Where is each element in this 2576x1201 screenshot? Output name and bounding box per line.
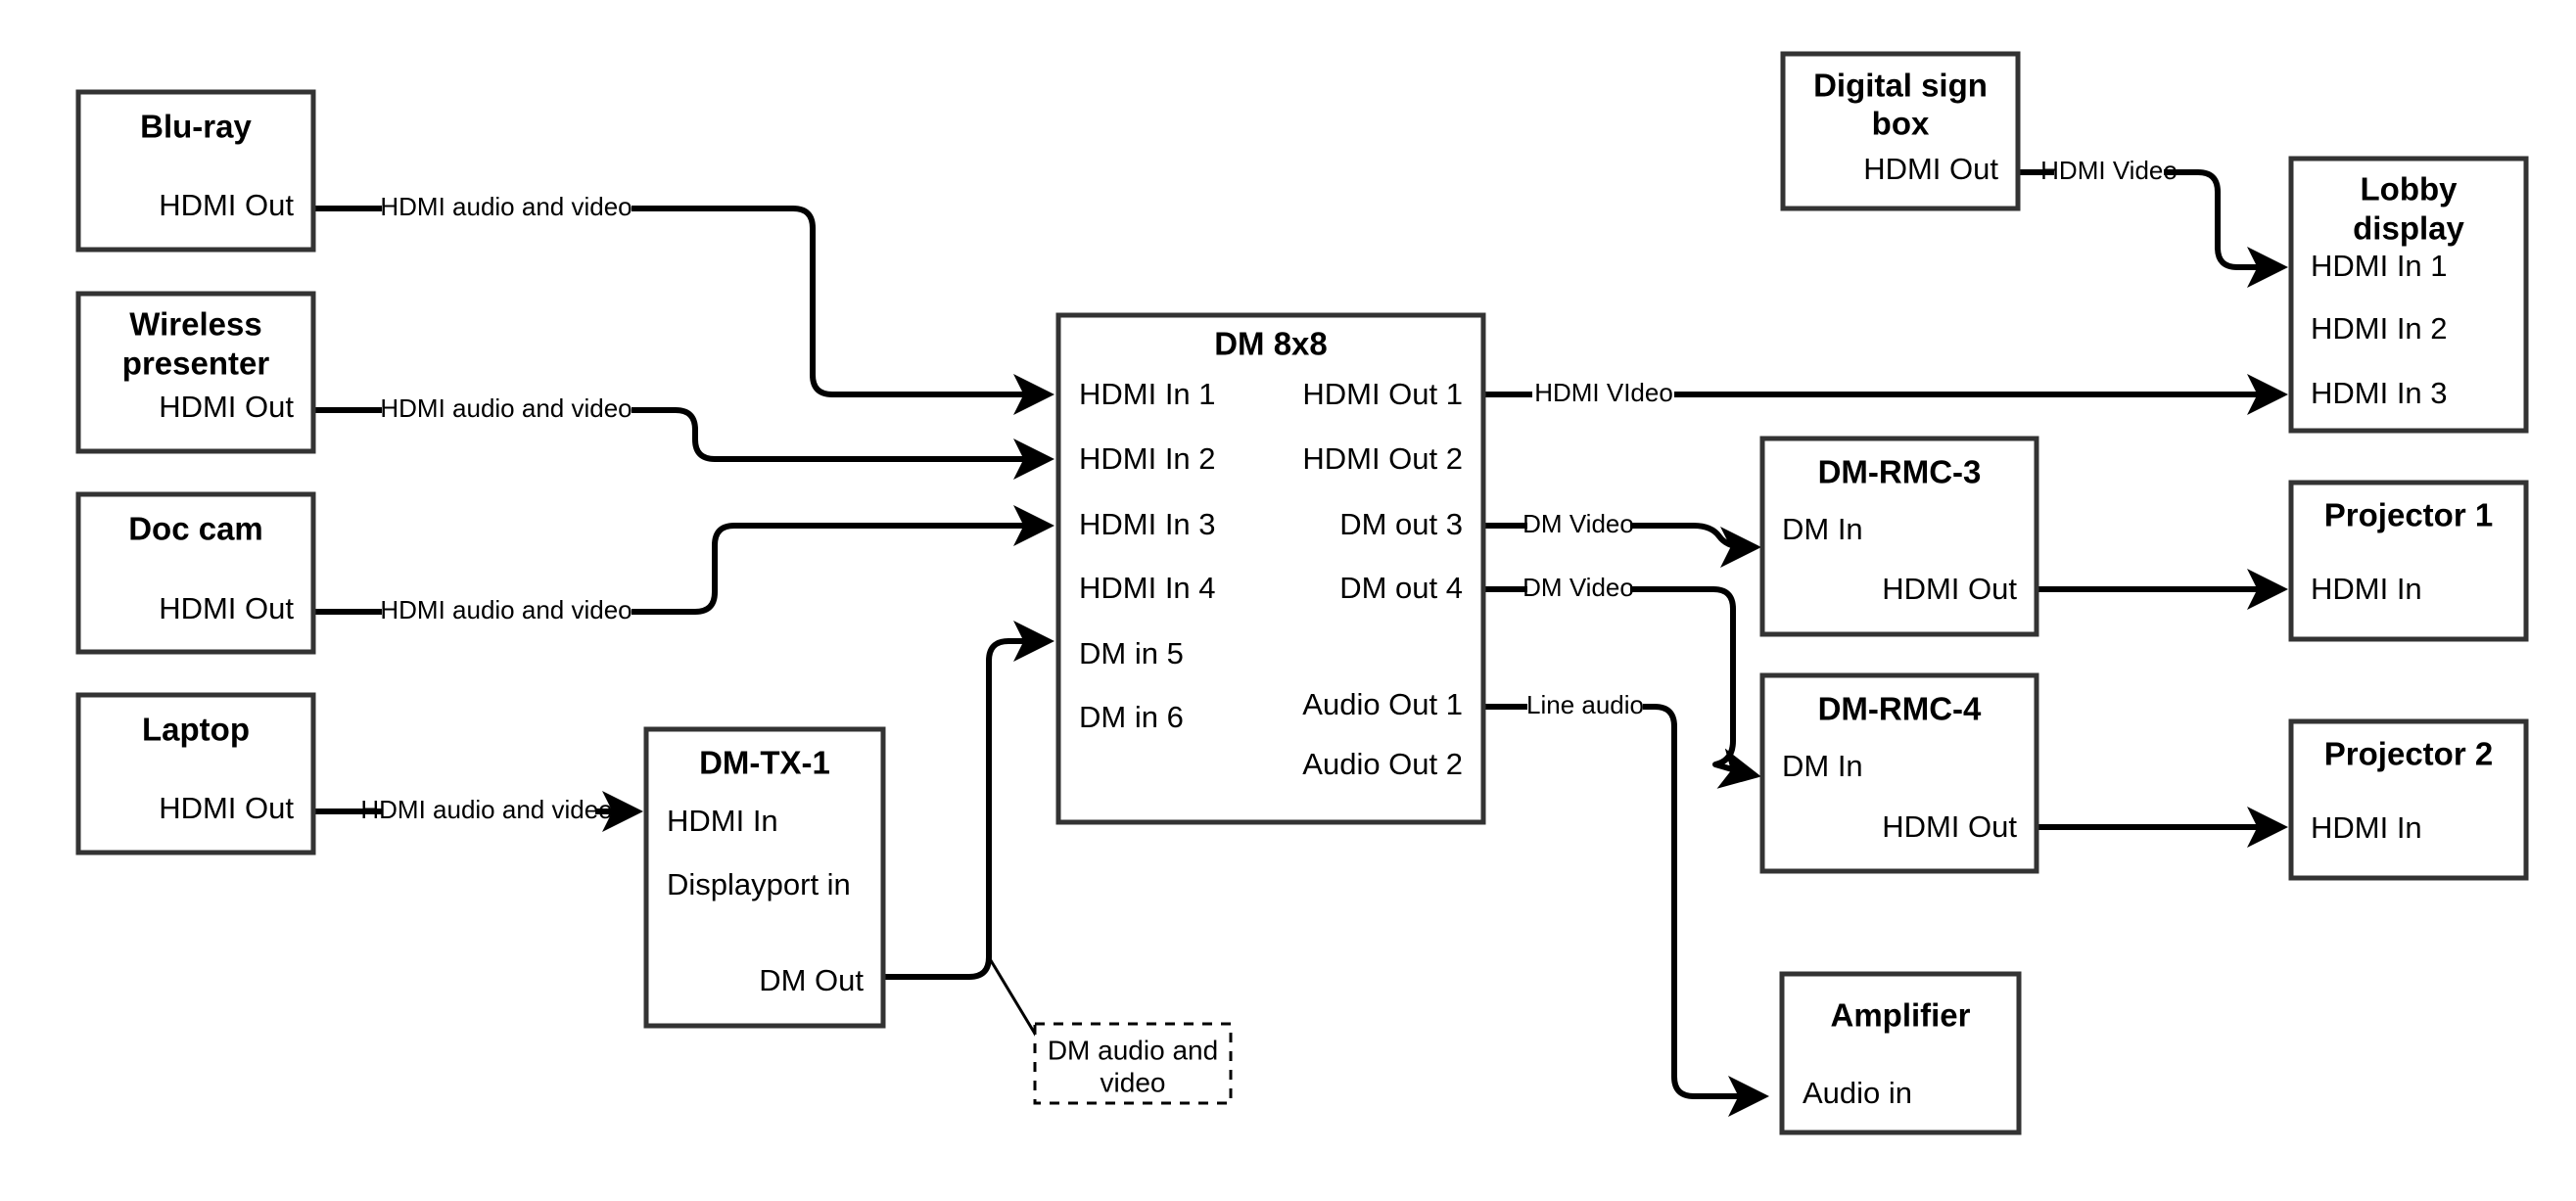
wire-digitalsign-to-lobby: HDMI Video [2018,156,2288,288]
box-wireless-title-line2: presenter [122,346,270,382]
box-dm8x8-title: DM 8x8 [1214,326,1328,362]
wire-dm8x8-out4-to-rmc4: DM Video [1483,573,1761,789]
box-laptop-port-hdmi-out: HDMI Out [159,791,294,825]
box-laptop-title: Laptop [142,712,250,748]
box-dmrmc4-title: DM-RMC-4 [1818,691,1982,727]
box-amplifier[interactable]: Amplifier Audio in [1779,971,2022,1135]
box-dm8x8-input-hdmi-in-4: HDMI In 4 [1079,571,1216,605]
box-digitalsign-title-line1: Digital sign [1813,68,1988,104]
wire-doccam-to-dm8x8: HDMI audio and video [313,505,1054,624]
box-dm8x8-output-hdmi-out-1: HDMI Out 1 [1302,377,1463,411]
box-wireless-title-line1: Wireless [129,306,261,343]
box-projector-1[interactable]: Projector 1 HDMI In [2288,480,2529,642]
box-dm8x8-output-audio-out-2: Audio Out 2 [1302,747,1463,781]
box-dm8x8-output-audio-out-1: Audio Out 1 [1302,687,1463,721]
box-digital-sign-box[interactable]: Digital sign box HDMI Out [1780,51,2021,211]
wire-bluray-to-dm8x8: HDMI audio and video [313,192,1054,415]
box-projector1-title: Projector 1 [2324,497,2493,533]
box-dmrmc4-port-hdmi-out: HDMI Out [1882,809,2017,844]
box-dm-rmc-3[interactable]: DM-RMC-3 DM In HDMI Out [1759,436,2039,637]
box-dm8x8-input-dm-in-5: DM in 5 [1079,636,1184,670]
box-wireless-presenter[interactable]: Wireless presenter HDMI Out [75,291,316,454]
wire-dm8x8-audio1-to-amplifier: Line audio [1483,690,1769,1117]
edge-label-bluray: HDMI audio and video [380,192,632,221]
box-projector2-title: Projector 2 [2324,736,2493,772]
box-amplifier-port-audio-in: Audio in [1803,1076,1912,1110]
box-wireless-port-hdmi-out: HDMI Out [159,390,294,424]
box-laptop[interactable]: Laptop HDMI Out [75,692,316,855]
box-dm8x8-input-hdmi-in-3: HDMI In 3 [1079,507,1216,541]
box-lobby-port-hdmi-in-3: HDMI In 3 [2311,376,2448,410]
box-dm8x8-input-hdmi-in-2: HDMI In 2 [1079,441,1216,476]
box-doc-cam[interactable]: Doc cam HDMI Out [75,491,316,655]
edge-label-line-audio: Line audio [1526,690,1644,719]
edge-label-hdmi-video-sign: HDMI Video [2040,156,2178,185]
box-lobby-port-hdmi-in-2: HDMI In 2 [2311,311,2448,346]
note-dm-audio-and-video: DM audio and video [1033,1022,1233,1105]
box-digitalsign-title-line2: box [1872,106,1930,142]
box-lobby-port-hdmi-in-1: HDMI In 1 [2311,249,2448,283]
box-projector1-port-hdmi-in: HDMI In [2311,572,2422,606]
wire-dm8x8-out1-to-lobby: HDMI VIdeo [1483,374,2288,415]
box-dm-tx-1[interactable]: DM-TX-1 HDMI In Displayport in DM Out [643,726,886,1029]
box-amplifier-title: Amplifier [1830,997,1970,1034]
box-dm8x8-output-dm-out-3: DM out 3 [1339,507,1463,541]
box-dmrmc3-port-hdmi-out: HDMI Out [1882,572,2017,606]
box-dm8x8-output-hdmi-out-2: HDMI Out 2 [1302,441,1463,476]
note-dm-audio-video-line2: video [1101,1067,1166,1097]
edge-label-laptop: HDMI audio and video [360,795,612,824]
box-bluray[interactable]: Blu-ray HDMI Out [75,89,316,253]
edge-label-dm-video-out3: DM Video [1522,509,1634,538]
box-dm8x8-input-dm-in-6: DM in 6 [1079,700,1184,734]
wire-dm8x8-out3-to-rmc3: DM Video [1483,509,1761,568]
box-doccam-title: Doc cam [128,511,263,547]
box-bluray-port-hdmi-out: HDMI Out [159,188,294,222]
box-dm8x8-output-dm-out-4: DM out 4 [1339,571,1463,605]
box-dm-rmc-4[interactable]: DM-RMC-4 DM In HDMI Out [1759,672,2039,874]
box-dmrmc3-title: DM-RMC-3 [1818,454,1982,490]
box-dm8x8-input-hdmi-in-1: HDMI In 1 [1079,377,1216,411]
edge-label-dm-video-out4: DM Video [1522,573,1634,602]
box-dm-8x8[interactable]: DM 8x8 HDMI In 1 HDMI In 2 HDMI In 3 HDM… [1055,312,1486,825]
wire-laptop-to-dmtx1: HDMI audio and video [313,791,643,832]
edge-label-wireless: HDMI audio and video [380,393,632,423]
wire-dmtx1-to-dm8x8 [883,621,1054,1044]
edge-label-hdmi-video-out1: HDMI VIdeo [1534,378,1673,407]
box-doccam-port-hdmi-out: HDMI Out [159,591,294,625]
box-bluray-title: Blu-ray [140,109,252,145]
box-dmtx1-title: DM-TX-1 [699,745,830,781]
box-lobby-title-line2: display [2353,210,2464,247]
box-dmrmc3-port-dm-in: DM In [1782,512,1863,546]
box-lobby-display[interactable]: Lobby display HDMI In 1 HDMI In 2 HDMI I… [2288,156,2529,434]
box-dmtx1-port-dm-out: DM Out [759,963,864,997]
wire-wireless-to-dm8x8: HDMI audio and video [313,393,1054,480]
box-dmtx1-port-displayport-in: Displayport in [667,867,851,901]
box-projector2-port-hdmi-in: HDMI In [2311,810,2422,845]
note-dm-audio-video-line1: DM audio and [1048,1035,1218,1065]
box-dmrmc4-port-dm-in: DM In [1782,749,1863,783]
box-dmtx1-port-hdmi-in: HDMI In [667,804,778,838]
box-projector-2[interactable]: Projector 2 HDMI In [2288,718,2529,881]
box-digitalsign-port-hdmi-out: HDMI Out [1863,152,1998,186]
edge-label-doccam: HDMI audio and video [380,595,632,624]
box-lobby-title-line1: Lobby [2361,171,2459,208]
